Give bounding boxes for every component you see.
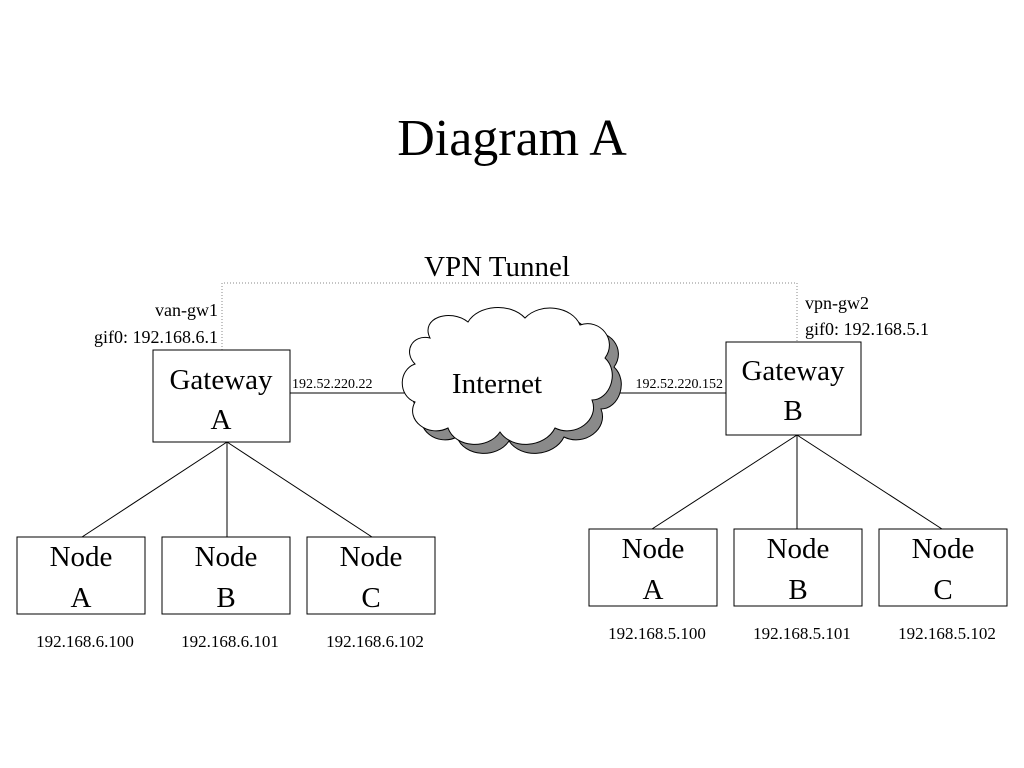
- internet-label: Internet: [452, 368, 542, 400]
- vpn-tunnel-label: VPN Tunnel: [424, 251, 570, 283]
- left-node-a-ip: 192.168.6.100: [36, 632, 134, 651]
- left-node-b-ip: 192.168.6.101: [181, 632, 279, 651]
- left-wan-ip: 192.52.220.22: [292, 377, 373, 392]
- right-node-c-ip: 192.168.5.102: [898, 624, 996, 643]
- right-wan-ip: 192.52.220.152: [636, 377, 724, 392]
- left-link-node-a: [81, 441, 228, 538]
- left-gif-label: gif0: 192.168.6.1: [94, 327, 218, 347]
- left-link-node-c: [226, 441, 373, 538]
- right-link-node-c: [796, 434, 943, 530]
- right-gif-label: gif0: 192.168.5.1: [805, 319, 929, 339]
- left-node-b: Node B: [161, 536, 291, 615]
- vpn-tunnel-path: [221, 282, 798, 350]
- right-node-a: Node A: [588, 528, 718, 607]
- right-node-b-line2: B: [788, 574, 807, 606]
- right-node-a-ip: 192.168.5.100: [608, 624, 706, 643]
- right-node-a-line1: Node: [622, 533, 685, 565]
- left-node-a-line2: A: [71, 582, 92, 614]
- left-node-c-line1: Node: [340, 541, 403, 573]
- right-node-c-line2: C: [933, 574, 952, 606]
- right-node-c-line1: Node: [912, 533, 975, 565]
- gateway-b-line2: B: [783, 395, 802, 427]
- left-node-b-line1: Node: [195, 541, 258, 573]
- right-node-b: Node B: [733, 528, 863, 607]
- left-node-b-line2: B: [216, 582, 235, 614]
- left-node-c: Node C: [306, 536, 436, 615]
- right-link-node-a: [651, 434, 798, 530]
- left-node-a-line1: Node: [50, 541, 113, 573]
- gateway-a-line1: Gateway: [169, 364, 273, 396]
- gateway-b: Gateway B: [725, 341, 862, 436]
- left-node-c-ip: 192.168.6.102: [326, 632, 424, 651]
- left-host-name: van-gw1: [155, 300, 218, 320]
- internet-cloud: Internet: [401, 306, 622, 454]
- left-node-a: Node A: [16, 536, 146, 615]
- gateway-a: Gateway A: [152, 349, 291, 443]
- right-node-b-ip: 192.168.5.101: [753, 624, 851, 643]
- gateway-b-line1: Gateway: [741, 355, 845, 387]
- right-node-c: Node C: [878, 528, 1008, 607]
- right-host-name: vpn-gw2: [805, 293, 869, 313]
- diagram-title: Diagram A: [397, 110, 627, 167]
- left-node-c-line2: C: [361, 582, 380, 614]
- right-node-b-line1: Node: [767, 533, 830, 565]
- gateway-a-line2: A: [211, 404, 232, 436]
- right-node-a-line2: A: [643, 574, 664, 606]
- cloud-shape: [401, 306, 613, 445]
